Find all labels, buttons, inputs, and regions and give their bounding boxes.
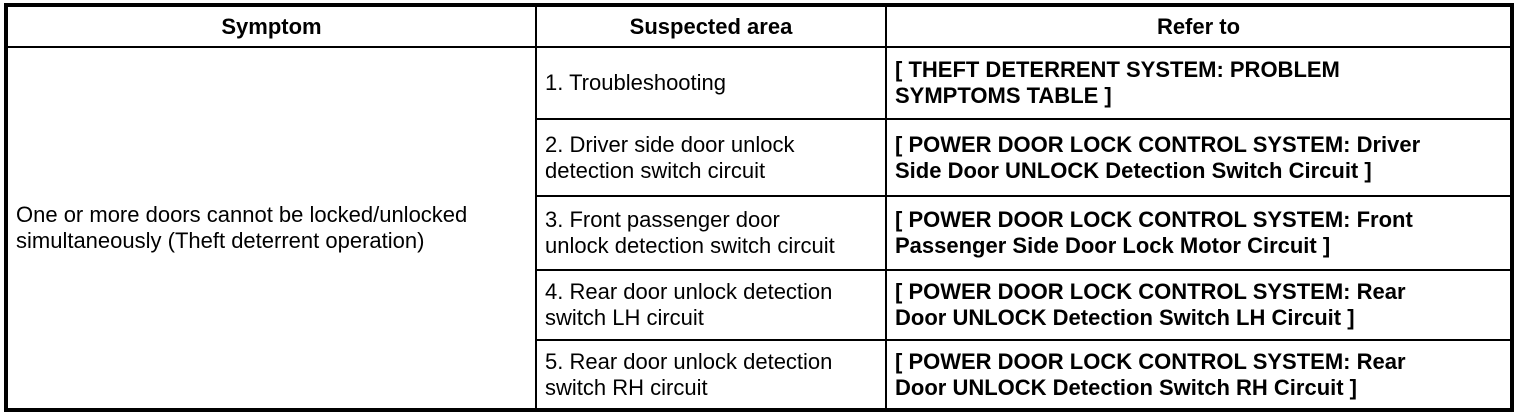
refer-to-cell: [ POWER DOOR LOCK CONTROL SYSTEM: Rear D… — [885, 339, 1513, 411]
symptom-cell: One or more doors cannot be locked/unloc… — [5, 46, 537, 411]
header-refer-to: Refer to — [885, 4, 1513, 48]
suspected-area-cell: 2. Driver side door unlock detection swi… — [535, 118, 887, 197]
table-row: 4. Rear door unlock detection switch LH … — [6, 269, 1513, 341]
refer-to-cell: [ POWER DOOR LOCK CONTROL SYSTEM: Front … — [885, 195, 1513, 271]
header-symptom: Symptom — [5, 4, 537, 48]
table-row: One or more doors cannot be locked/unloc… — [5, 46, 1513, 411]
table-row: 3. Front passenger door unlock detection… — [6, 195, 1513, 271]
suspected-area-cell: 4. Rear door unlock detection switch LH … — [535, 269, 887, 341]
suspected-area-cell: 5. Rear door unlock detection switch RH … — [535, 339, 887, 411]
symptom-troubleshooting-table: Symptom Suspected area Refer to One or m… — [4, 3, 1514, 412]
table-row: 5. Rear door unlock detection switch RH … — [6, 339, 1513, 411]
header-suspected-area: Suspected area — [535, 4, 887, 48]
refer-to-cell: [ POWER DOOR LOCK CONTROL SYSTEM: Rear D… — [885, 269, 1513, 341]
refer-to-cell: [ POWER DOOR LOCK CONTROL SYSTEM: Driver… — [885, 118, 1513, 197]
table-header-row: Symptom Suspected area Refer to — [5, 4, 1513, 48]
table-row: 2. Driver side door unlock detection swi… — [6, 118, 1513, 197]
refer-to-cell: [ THEFT DETERRENT SYSTEM: PROBLEM SYMPTO… — [885, 46, 1513, 120]
suspected-area-cell: 1. Troubleshooting — [535, 46, 887, 120]
suspected-area-cell: 3. Front passenger door unlock detection… — [535, 195, 887, 271]
